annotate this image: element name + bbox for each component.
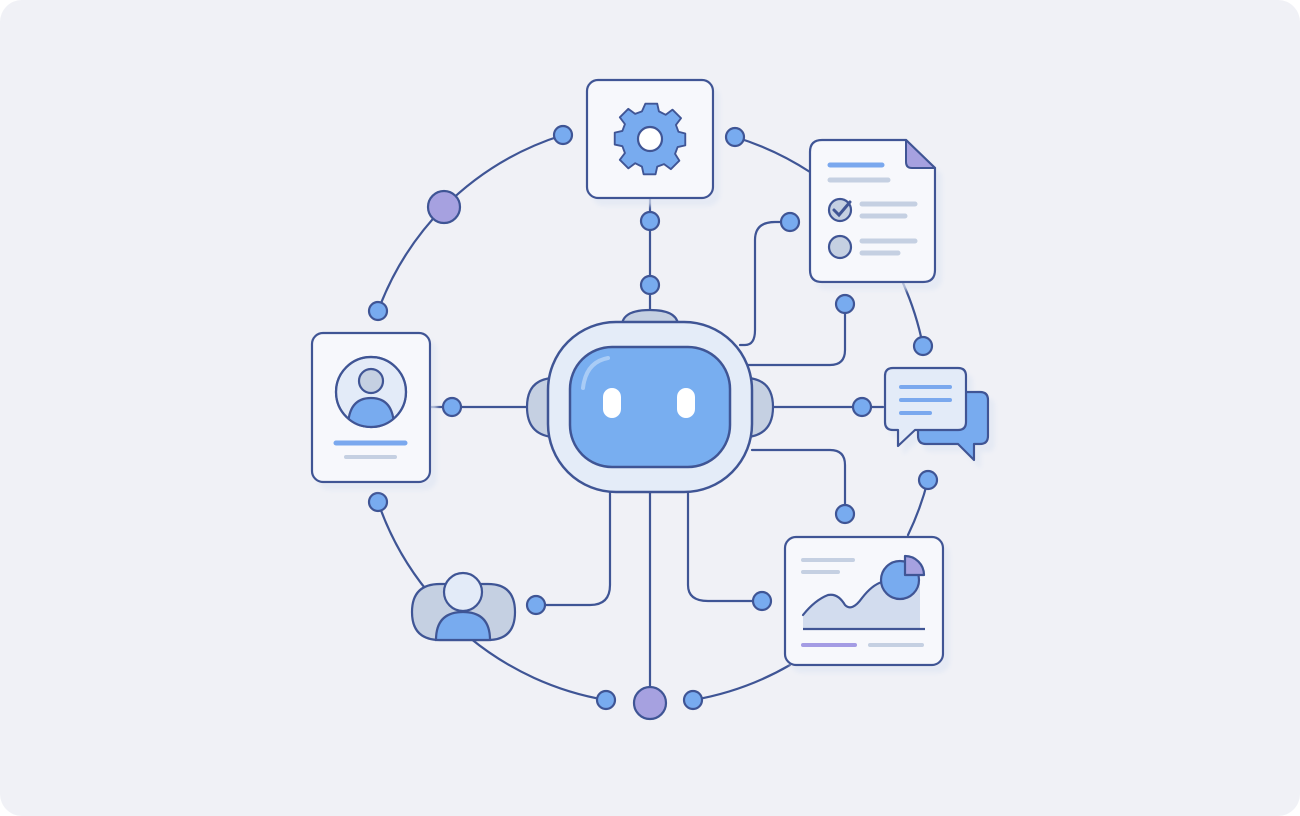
gear-card (585, 78, 715, 200)
node (441, 396, 463, 418)
node (639, 210, 661, 232)
check-icon (832, 200, 852, 218)
node (912, 335, 934, 357)
robot-icon (525, 308, 775, 494)
ring-arc (468, 636, 608, 702)
spoke-doc-2 (746, 302, 847, 367)
spoke-doc-1 (738, 220, 792, 347)
node-purple (426, 189, 462, 225)
user-profile-card-icon (310, 331, 432, 484)
chat-bubbles-icon (883, 366, 990, 462)
robot-eye-left (603, 388, 621, 418)
node (751, 590, 773, 612)
ear-right (746, 376, 775, 439)
node (367, 300, 389, 322)
node (724, 126, 746, 148)
node (917, 469, 939, 491)
node (682, 689, 704, 711)
node (834, 293, 856, 315)
robot-eye-right (677, 388, 695, 418)
node (595, 689, 617, 711)
nodes (367, 124, 939, 721)
node (525, 594, 547, 616)
users-group-icon (410, 571, 517, 642)
antenna-dome (620, 308, 680, 326)
ear-left (525, 376, 554, 439)
ring-arc (733, 135, 812, 174)
checklist-document-icon (808, 138, 937, 284)
chart-report-icon (783, 535, 945, 667)
ring-arc (442, 133, 565, 209)
node (552, 124, 574, 146)
ring-arc (376, 205, 446, 313)
robot-screen (568, 345, 732, 469)
node (851, 396, 873, 418)
node (367, 491, 389, 513)
node-purple (632, 685, 668, 721)
spoke-users (534, 488, 612, 607)
spoke-chart (750, 448, 847, 516)
ring-arc (376, 500, 430, 594)
node (639, 274, 661, 296)
spoke-report (686, 488, 764, 603)
node (779, 211, 801, 233)
gear-icon (613, 102, 687, 176)
ring-arc (691, 663, 792, 702)
node (834, 503, 856, 525)
